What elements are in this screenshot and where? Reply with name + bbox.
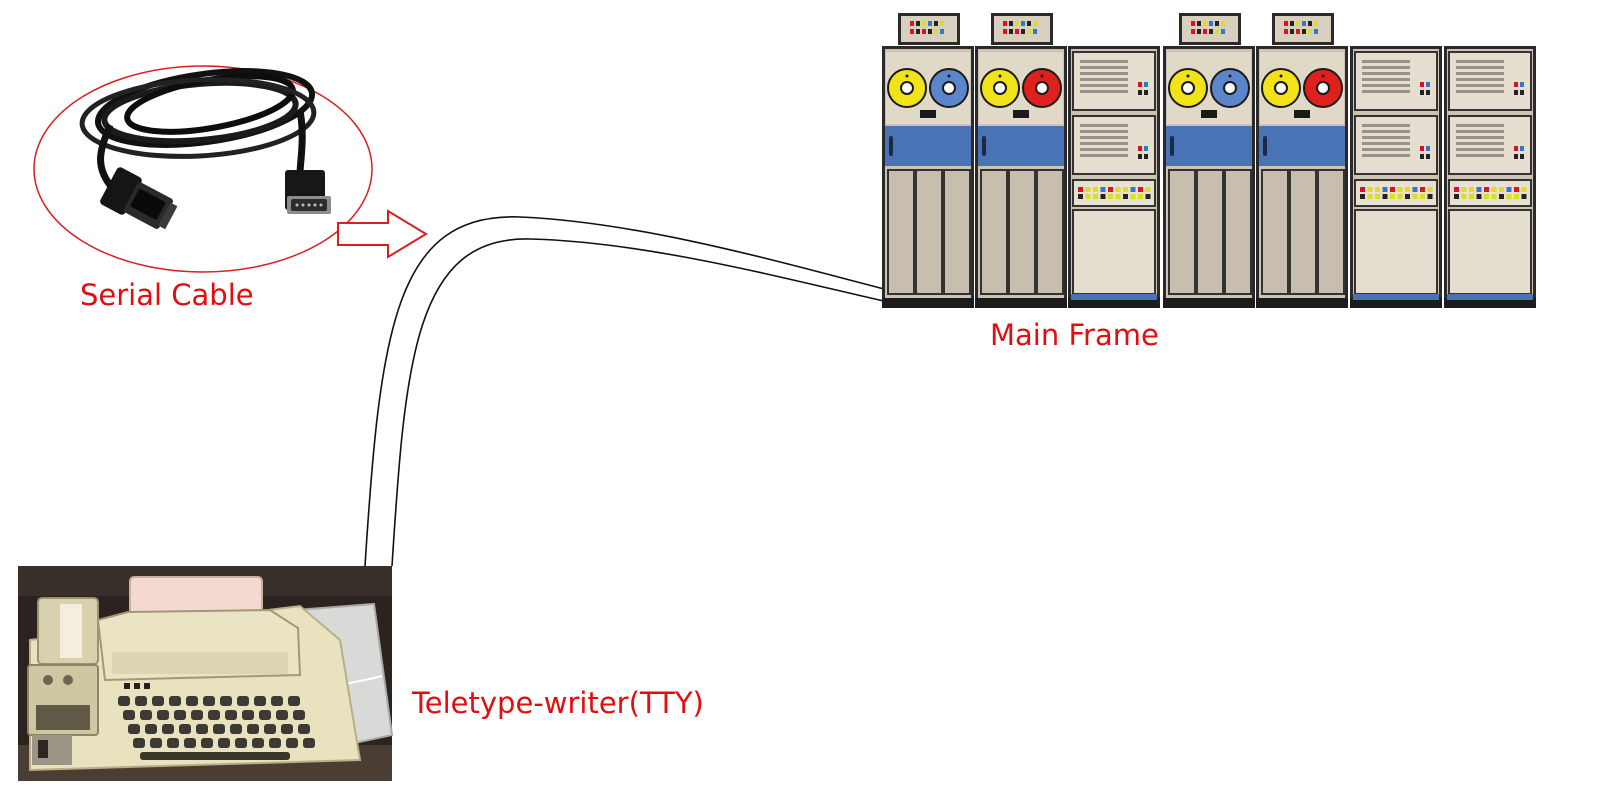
mainframe-cabinet-tape-drive bbox=[975, 13, 1067, 308]
tty-logo-icon bbox=[124, 683, 150, 689]
mainframe-cabinet-control-unit bbox=[1444, 46, 1536, 308]
teletype-label: Teletype-writer(TTY) bbox=[412, 686, 704, 720]
serial-cable-group bbox=[33, 65, 373, 273]
main-frame-label: Main Frame bbox=[990, 318, 1159, 352]
tty-keyboard bbox=[118, 696, 315, 748]
mainframe-cabinet-tape-drive bbox=[882, 13, 974, 308]
db9-serial-cable-icon bbox=[79, 68, 331, 230]
teletype-machine-icon bbox=[18, 566, 394, 781]
mainframe-cabinet-icon bbox=[882, 13, 1536, 308]
mainframe-cabinet-tape-drive bbox=[1163, 13, 1255, 308]
outline-right-arrow-icon bbox=[337, 209, 428, 259]
mainframe-cabinet-control-unit bbox=[1350, 46, 1442, 308]
cable-line-upper bbox=[364, 216, 889, 567]
mainframe-cabinet-tape-drive bbox=[1256, 13, 1348, 308]
highlight-ellipse bbox=[33, 65, 373, 273]
mainframe-cabinet-control-unit bbox=[1068, 46, 1160, 308]
cable-lines bbox=[364, 216, 889, 567]
cable-line-lower bbox=[391, 238, 889, 567]
serial-cable-label: Serial Cable bbox=[80, 278, 254, 312]
